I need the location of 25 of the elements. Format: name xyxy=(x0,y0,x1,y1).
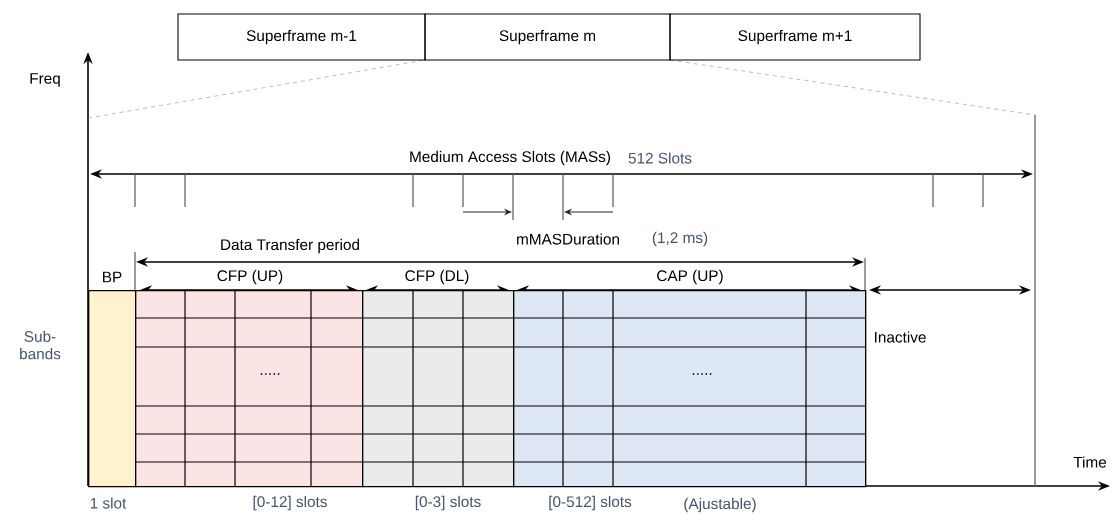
superframe-box: Superframe m+1 xyxy=(669,13,921,61)
inactive-period: Inactive xyxy=(875,331,926,343)
duration-value: (1,2 ms) xyxy=(652,231,708,247)
node-label: CFP (DL) xyxy=(405,269,469,285)
axis-label: Time xyxy=(1073,456,1107,468)
slot-count-label: [0-12] slots xyxy=(253,495,327,511)
slot-count-label: [0-3] slots xyxy=(415,495,481,511)
period-label: Data Transfer period xyxy=(221,238,359,254)
slot-count-label: [0-512] slots xyxy=(549,495,632,511)
node-label: CFP (UP) xyxy=(217,269,283,285)
node-label: BP xyxy=(103,271,122,283)
dimension-label: Medium Access Slots (MASs) xyxy=(410,150,610,166)
axis-label: Sub-bands xyxy=(20,330,61,360)
superframe-box: Superframe m-1 xyxy=(177,13,426,61)
slot-grid: CFP (DL) xyxy=(361,269,515,488)
beacon-period-block: BP xyxy=(88,271,137,488)
node-label: CAP (UP) xyxy=(657,269,723,285)
slot-count-label: (Ajustable) xyxy=(684,497,756,513)
slot-count-label: 512 Slots xyxy=(628,152,692,164)
duration-label: mMASDuration xyxy=(517,233,619,245)
slot-count-label: 1 slot xyxy=(90,497,127,509)
superframe-box: Superframe m xyxy=(424,13,671,61)
axis-label: Freq xyxy=(30,73,60,87)
slot-grid: CAP (UP) ..... xyxy=(512,269,867,488)
slot-grid: CFP (UP) ..... xyxy=(134,269,364,488)
